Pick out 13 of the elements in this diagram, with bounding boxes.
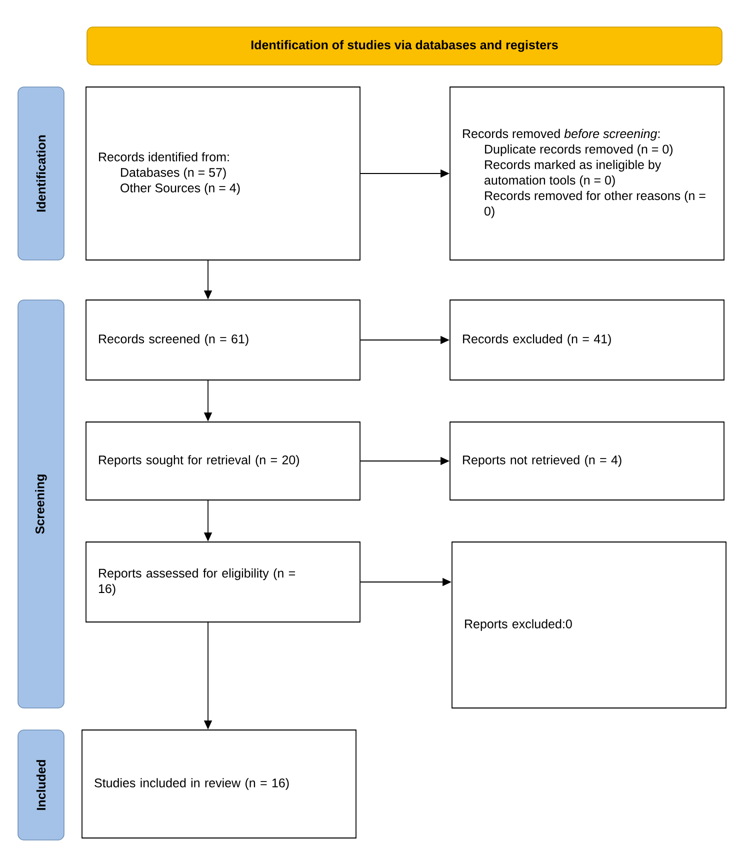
process-box: Records removed before screening: Duplicate records removed (n = 0) Records marked as ineligible by automation tools (n = 0) Records removed for other reasons (n = 0): [450, 86, 724, 260]
process-box: Reports excluded:0: [452, 542, 726, 708]
phase-label: Screening: [18, 300, 64, 708]
phase-label: Identification: [18, 86, 64, 260]
process-box: Reports sought for retrieval (n = 20): [86, 422, 360, 500]
process-box: Studies included in review (n = 16): [82, 730, 356, 838]
process-box: Records excluded (n = 41): [450, 300, 724, 380]
process-box: Reports not retrieved (n = 4): [450, 422, 724, 500]
section-banner: Identification of studies via databases and registers: [86, 26, 722, 66]
process-box: Records screened (n = 61): [86, 300, 360, 380]
phase-label: Included: [18, 730, 64, 840]
process-box: Records identified from: Databases (n = 57) Other Sources (n = 4): [86, 86, 360, 260]
process-box: Reports assessed for eligibility (n = 16): [86, 542, 360, 622]
